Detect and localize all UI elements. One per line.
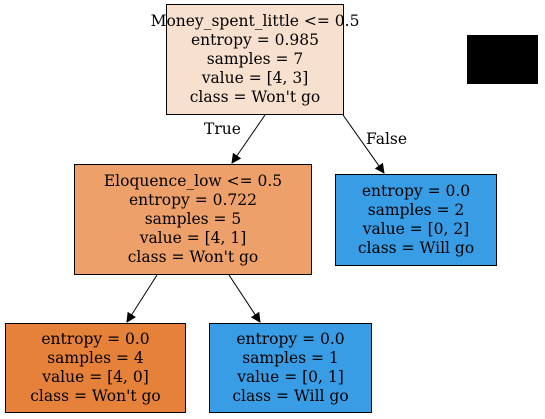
node-samples: samples = 7 (206, 50, 304, 68)
redaction-block (467, 35, 538, 84)
node-class: class = Will go (357, 239, 475, 257)
node-class: class = Won't go (30, 387, 161, 405)
edge-label-true: True (204, 120, 241, 138)
node-split-condition: Eloquence_low <= 0.5 (103, 172, 283, 190)
edge-label-false: False (366, 130, 408, 148)
node-samples: samples = 2 (367, 201, 465, 219)
edge-root-to-right (342, 114, 385, 174)
edge-root-to-left (231, 114, 266, 164)
node-entropy: entropy = 0.722 (128, 191, 258, 209)
node-samples: samples = 5 (144, 210, 242, 228)
node-class: class = Won't go (189, 88, 321, 106)
node-value: value = [4, 1] (139, 229, 247, 247)
tree-node-left: Eloquence_low <= 0.5 entropy = 0.722 sam… (74, 164, 312, 275)
node-value: value = [0, 2] (362, 220, 470, 238)
tree-node-left-left-leaf: entropy = 0.0 samples = 4 value = [4, 0]… (5, 323, 186, 413)
node-entropy: entropy = 0.0 (361, 182, 471, 200)
tree-node-root: Money_spent_little <= 0.5 entropy = 0.98… (151, 4, 359, 115)
node-split-condition: Money_spent_little <= 0.5 (150, 12, 360, 30)
edge-left-to-left-right (228, 274, 261, 323)
node-value: value = [0, 1] (237, 368, 344, 386)
node-value: value = [4, 3] (201, 69, 309, 87)
node-samples: samples = 1 (242, 349, 339, 367)
node-entropy: entropy = 0.0 (41, 330, 150, 348)
tree-node-left-right-leaf: entropy = 0.0 samples = 1 value = [0, 1]… (209, 323, 372, 413)
node-class: class = Won't go (127, 248, 259, 266)
node-value: value = [4, 0] (42, 368, 149, 386)
tree-node-right-leaf: entropy = 0.0 samples = 2 value = [0, 2]… (335, 174, 497, 266)
node-entropy: entropy = 0.985 (190, 31, 320, 49)
node-samples: samples = 4 (47, 349, 144, 367)
node-class: class = Will go (232, 387, 349, 405)
node-entropy: entropy = 0.0 (236, 330, 345, 348)
edge-left-to-left-left (126, 274, 158, 323)
